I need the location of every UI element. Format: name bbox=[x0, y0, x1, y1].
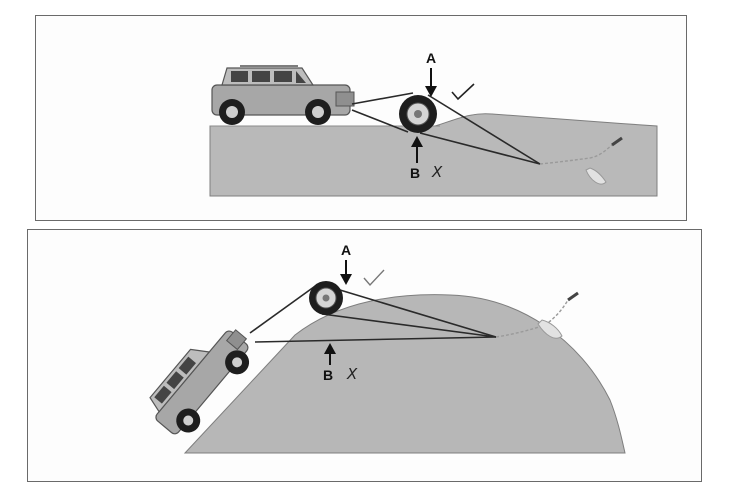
bottom-scene: A B X bbox=[142, 242, 625, 453]
label-b: B bbox=[410, 165, 420, 181]
snatch-block-icon bbox=[399, 95, 437, 133]
arrow-down-icon bbox=[340, 260, 352, 285]
check-mark-icon bbox=[452, 84, 474, 99]
cross-mark-icon: X bbox=[431, 163, 443, 181]
hill bbox=[185, 295, 625, 453]
check-mark-icon bbox=[364, 270, 384, 285]
label-a: A bbox=[341, 242, 351, 258]
snatch-block-icon bbox=[309, 281, 343, 315]
label-a: A bbox=[426, 50, 436, 66]
cross-mark-icon: X bbox=[346, 365, 358, 383]
anchor-stake-icon bbox=[538, 293, 578, 338]
arrow-down-icon bbox=[425, 68, 437, 97]
vehicle-icon bbox=[212, 66, 354, 125]
label-b: B bbox=[323, 367, 333, 383]
top-scene: A B X bbox=[210, 50, 657, 196]
